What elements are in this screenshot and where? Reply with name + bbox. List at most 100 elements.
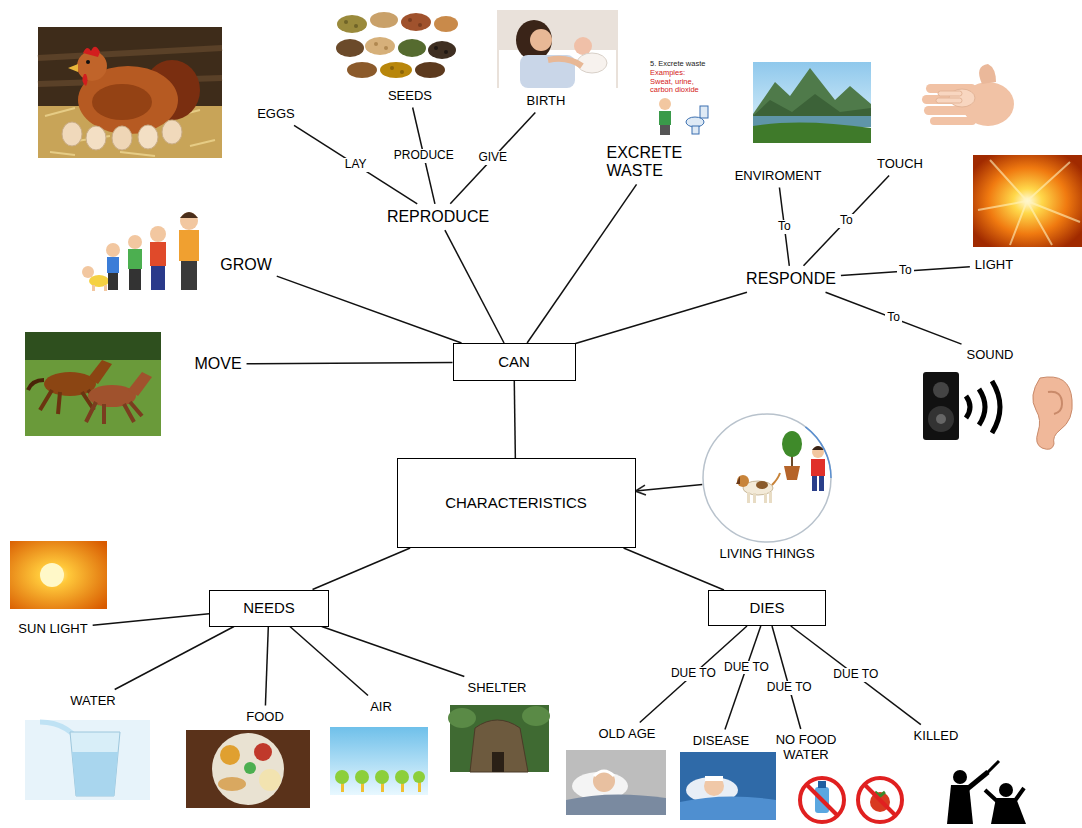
concept-word: EXCRETE WASTE	[605, 143, 700, 182]
sound-picture	[928, 406, 954, 432]
hen-picture	[92, 84, 152, 120]
node-text: CHARACTERISTICS	[445, 494, 587, 511]
move-picture	[88, 360, 112, 384]
move-picture	[25, 332, 161, 436]
concept-word: RESPONDE	[744, 269, 838, 289]
seeds-picture	[444, 50, 448, 54]
hen-picture	[86, 126, 106, 150]
birth-picture	[548, 59, 582, 66]
hen-picture	[162, 120, 182, 144]
air-picture	[330, 727, 428, 795]
node-text: SHELTER	[468, 681, 527, 696]
seeds-picture	[415, 62, 445, 78]
node-text: FOOD	[246, 710, 284, 725]
concept-word: GROW	[218, 255, 274, 275]
image-caption: Examples: Sweat, urine, carbon dioxide	[650, 69, 710, 94]
edge-label: To	[838, 214, 855, 228]
concept-word: NO FOOD WATER	[770, 732, 842, 764]
living-things-picture	[764, 493, 767, 503]
birth-picture	[499, 50, 616, 88]
concept-word: MOVE	[192, 354, 243, 374]
hen-picture	[62, 122, 82, 146]
excretion-picture	[692, 126, 699, 134]
seeds-picture	[398, 39, 426, 57]
disease-picture	[680, 752, 776, 820]
sound-picture	[1033, 377, 1072, 449]
touch-picture	[909, 60, 1015, 133]
food-picture	[254, 743, 272, 761]
living-things-picture	[812, 476, 817, 491]
concept-word: EGGS	[255, 106, 297, 123]
light-picture	[978, 160, 1080, 245]
food-picture	[220, 745, 240, 765]
edge-label: DUE TO	[669, 667, 718, 681]
air-picture	[413, 771, 425, 783]
connector-line	[450, 112, 535, 203]
move-picture	[86, 402, 142, 424]
connector-line	[791, 626, 921, 725]
seeds-picture	[390, 66, 394, 70]
node-text: KILLED	[914, 729, 959, 744]
no-food-water-picture	[858, 778, 902, 822]
sound-picture	[979, 389, 985, 425]
air-picture	[375, 770, 389, 784]
excretion-picture	[660, 125, 670, 135]
hen-picture	[77, 51, 107, 81]
environment-picture	[753, 122, 871, 143]
seeds-picture	[347, 62, 377, 78]
connector-line	[804, 175, 890, 265]
concept-word: LIGHT	[973, 257, 1015, 274]
touch-picture	[909, 60, 1015, 133]
hen-picture	[82, 74, 87, 86]
killed-picture	[966, 772, 988, 790]
excretion-picture	[700, 106, 708, 118]
no-food-water-picture	[818, 781, 826, 788]
growth-picture	[104, 285, 107, 291]
move-picture	[28, 380, 44, 390]
no-food-water-picture	[806, 784, 838, 816]
growth-picture	[128, 249, 142, 269]
seeds-picture	[344, 20, 348, 24]
food-picture	[212, 733, 284, 805]
seeds-picture	[336, 39, 364, 57]
node-text: WATER	[70, 694, 116, 709]
hen-picture	[68, 64, 78, 72]
connector-line	[514, 381, 515, 458]
sunlight-picture	[10, 541, 107, 609]
node-text: RESPONDE	[746, 270, 836, 288]
concept-word: FOOD	[244, 709, 286, 726]
edge-label: LAY	[343, 158, 369, 172]
no-food-water-picture	[800, 778, 902, 822]
shelter-picture	[470, 720, 528, 772]
image-caption: 5. Excrete waste	[650, 60, 710, 68]
living-things-picture	[812, 446, 824, 458]
sunlight-picture	[40, 563, 64, 587]
environment-picture	[753, 62, 871, 143]
branch-box: NEEDS	[209, 590, 329, 627]
seeds-picture	[434, 46, 438, 50]
connector-line	[313, 548, 411, 590]
node-text: GROW	[220, 256, 272, 274]
seeds-picture	[380, 62, 412, 78]
food-picture	[186, 730, 310, 808]
node-text: MOVE	[194, 355, 241, 373]
concept-word: BIRTH	[525, 93, 568, 110]
shelter-picture	[448, 708, 476, 728]
branch-box: CAN	[453, 343, 576, 381]
seeds-picture	[400, 70, 404, 74]
edge-label: To	[885, 311, 902, 325]
node-text: CAN	[498, 353, 530, 370]
edge-label: To	[776, 220, 793, 234]
air-picture	[395, 770, 409, 784]
food-picture	[244, 762, 256, 774]
concept-word: REPRODUCE	[385, 207, 491, 227]
old-age-picture	[566, 794, 666, 815]
seeds-picture	[354, 24, 358, 28]
edge-label: PRODUCE	[392, 149, 456, 163]
shelter-picture	[492, 752, 504, 772]
concept-word: DISEASE	[691, 733, 751, 750]
growth-picture	[150, 226, 166, 242]
node-text: LIGHT	[975, 258, 1013, 273]
